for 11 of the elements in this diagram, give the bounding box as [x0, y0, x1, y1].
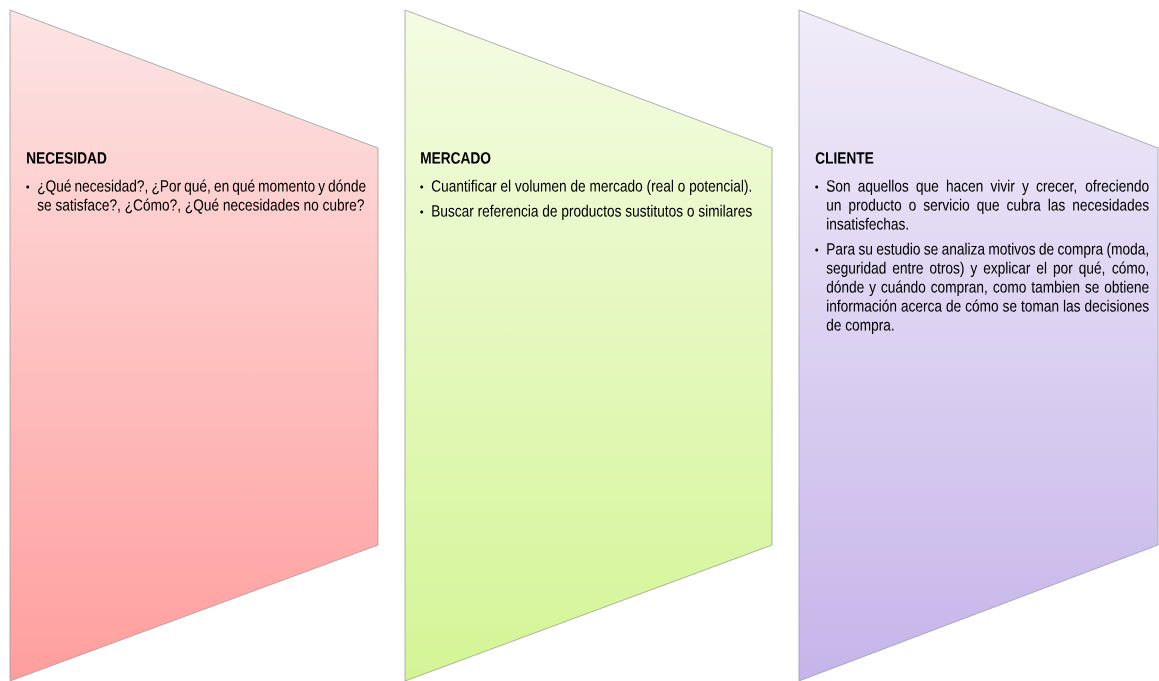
- arrow-panel: [404, 9, 773, 681]
- arrow-panel: [9, 9, 379, 681]
- arrow-panel: [798, 9, 1159, 681]
- bullet-item: Son aquellos que hacen vivir y crecer, ofreciendo un producto o servicio que cubra las necesidades insatisfechas.: [826, 179, 1149, 230]
- heading: CLIENTE: [815, 152, 874, 164]
- bullet-item: Buscar referencia de productos sustitutos o similares: [432, 204, 752, 220]
- heading: MERCADO: [421, 152, 491, 164]
- bullet-item: Para su estudio se analiza motivos de compra (moda, seguridad entre otros) y explicar el por qué, cómo, dónde y cuándo compran, como tambien se obtiene información acerca de cómo se toman las decisiones de compra.: [826, 242, 1149, 334]
- bullet-item: Cuantificar el volumen de mercado (real o potencial).: [431, 179, 752, 195]
- bullet-item: ¿Qué necesidad?, ¿Por qué, en qué momento y dónde se satisface?, ¿Cómo?, ¿Qué necesidades no cubre?: [37, 179, 366, 214]
- heading: NECESIDAD: [27, 152, 107, 164]
